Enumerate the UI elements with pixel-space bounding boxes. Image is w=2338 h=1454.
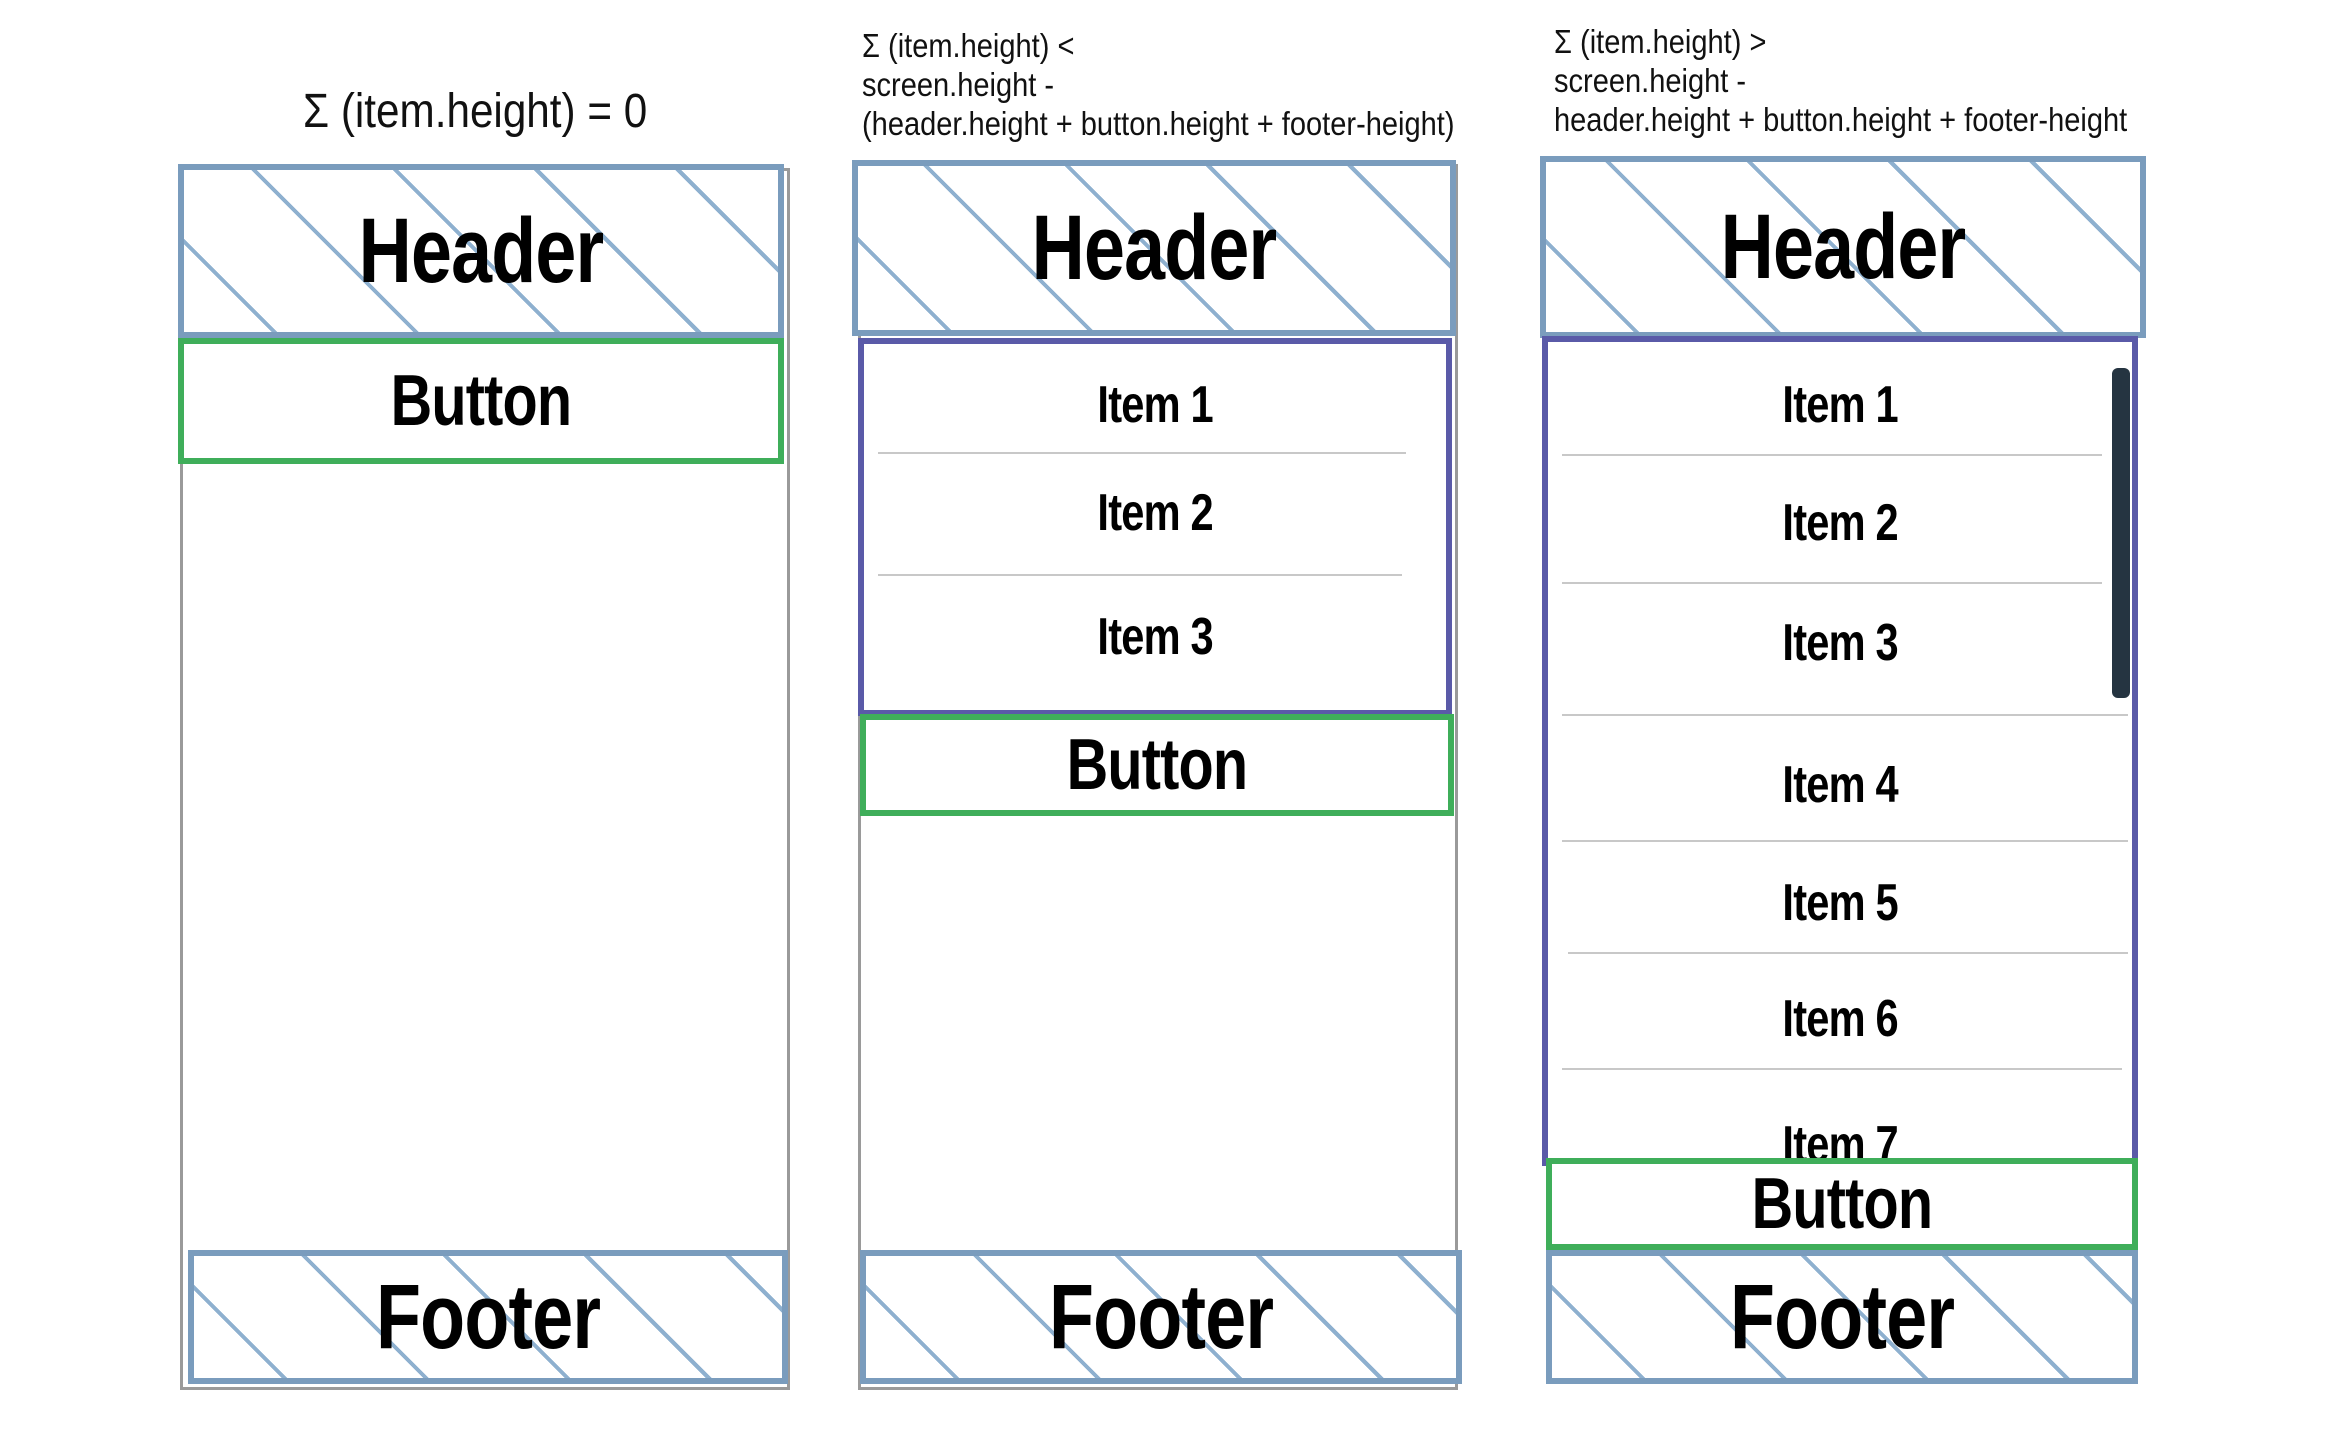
scrollbar-thumb[interactable] <box>2112 368 2130 698</box>
list-item[interactable]: Item 6 <box>1782 990 1898 1048</box>
item-divider <box>1568 952 2128 954</box>
footer-label: Footer <box>1048 1265 1274 1368</box>
item-divider <box>1562 582 2102 584</box>
header-label: Header <box>358 199 605 302</box>
item-divider <box>878 452 1406 454</box>
item-divider <box>1562 1068 2122 1070</box>
header-block: Header <box>178 164 784 338</box>
list-item[interactable]: Item 7 <box>1782 1116 1898 1166</box>
footer-block: Footer <box>188 1250 788 1384</box>
list-item[interactable]: Item 2 <box>1097 484 1213 542</box>
button-block[interactable]: Button <box>860 714 1454 816</box>
item-list[interactable]: Item 1 Item 2 Item 3 Item 4 Item 5 Item … <box>1542 336 2138 1166</box>
footer-label: Footer <box>1729 1265 1955 1368</box>
item-divider <box>1562 714 2128 716</box>
caption-short-list: Σ (item.height) < screen.height - (heade… <box>862 27 1455 142</box>
header-label: Header <box>1720 195 1967 298</box>
list-item[interactable]: Item 1 <box>1097 376 1213 434</box>
list-item[interactable]: Item 3 <box>1782 614 1898 672</box>
list-item[interactable]: Item 1 <box>1782 376 1898 434</box>
header-block: Header <box>852 160 1456 336</box>
header-block: Header <box>1540 156 2146 338</box>
item-list[interactable]: Item 1 Item 2 Item 3 <box>858 338 1452 716</box>
button-label: Button <box>1066 725 1249 805</box>
button-label: Button <box>1751 1164 1934 1244</box>
list-item[interactable]: Item 3 <box>1097 608 1213 666</box>
list-item[interactable]: Item 4 <box>1782 756 1898 814</box>
item-divider <box>1562 454 2102 456</box>
header-label: Header <box>1031 196 1278 299</box>
caption-overflow-list: Σ (item.height) > screen.height - header… <box>1554 23 2128 138</box>
footer-label: Footer <box>375 1265 601 1368</box>
item-divider <box>878 574 1402 576</box>
list-item[interactable]: Item 5 <box>1782 874 1898 932</box>
footer-block: Footer <box>860 1250 1462 1384</box>
item-divider <box>1562 840 2128 842</box>
button-block[interactable]: Button <box>178 338 784 464</box>
button-label: Button <box>390 361 573 441</box>
footer-block: Footer <box>1546 1250 2138 1384</box>
button-block[interactable]: Button <box>1546 1158 2138 1250</box>
list-item[interactable]: Item 2 <box>1782 494 1898 552</box>
caption-empty-list: Σ (item.height) = 0 <box>303 85 648 138</box>
